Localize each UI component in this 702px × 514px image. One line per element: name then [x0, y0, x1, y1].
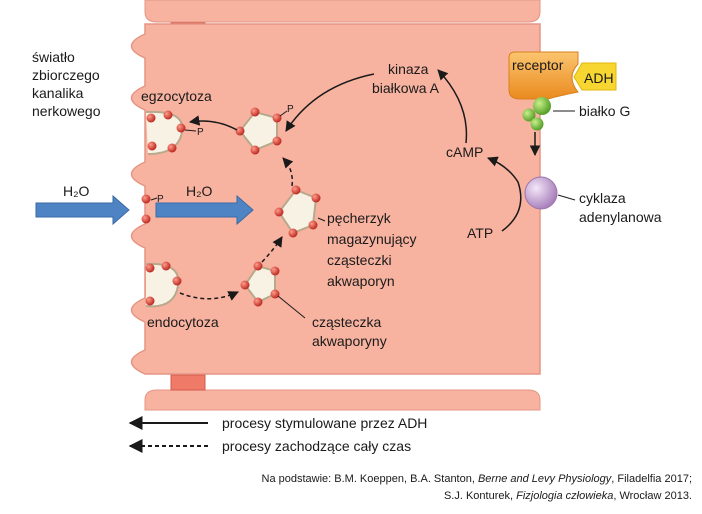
aquaporin-molecule-label-line: cząsteczka [312, 314, 381, 330]
lumen-label-line: nerkowego [32, 103, 101, 119]
tight-junction-bottom [170, 374, 206, 391]
citation-text: , Filadelfia 2017; [611, 473, 692, 485]
pka-label-line: białkowa A [372, 80, 440, 96]
phosphate-label: P [287, 104, 294, 115]
solid-arrow-exocytosis [188, 115, 238, 131]
storage-vesicle-label-line: pęcherzyk [327, 210, 392, 226]
solid-arrow-atp-to-camp [487, 156, 522, 232]
atp-label: ATP [467, 225, 493, 241]
phosphate-label: P [197, 127, 204, 138]
citation-line-2: S.J. Konturek, Fizjologia człowieka, Wro… [444, 490, 692, 502]
exocytosis-label: egzocytoza [141, 88, 212, 104]
receptor-label: receptor [512, 57, 564, 73]
receptor-shape [508, 51, 579, 100]
aquaporin-molecule-label-line: akwaporyny [312, 333, 387, 349]
water-label-inside: H₂O [186, 183, 213, 199]
solid-arrow-camp-to-pka [437, 69, 468, 144]
endocytosis-aquaporins [145, 261, 182, 306]
g-protein [522, 97, 551, 131]
citation-text: S.J. Konturek, [443, 490, 517, 502]
citation-title: Berne and Levy Physiology [477, 473, 612, 485]
storage-vesicle-label: pęcherzyk magazynujący cząsteczki akwapo… [327, 210, 420, 289]
water-label-outside: H₂O [63, 183, 90, 199]
g-protein-label: białko G [579, 103, 630, 119]
legend-dashed-label: procesy zachodzące cały czas [222, 438, 411, 454]
dashed-arrow-to-storage [261, 236, 283, 263]
citation-line-1: Na podstawie: B.M. Koeppen, B.A. Stanton… [262, 473, 693, 485]
cyclase-label-line: cyklaza [579, 190, 626, 206]
pka-label: kinaza białkowa A [372, 61, 440, 96]
upper-neighbor-cell [144, 0, 541, 23]
endocytosis-label: endocytoza [147, 314, 219, 330]
storage-vesicle-label-line: magazynujący [327, 231, 417, 247]
lumen-label-line: kanalika [32, 85, 84, 101]
solid-arrow-pka [285, 73, 375, 132]
pka-label-line: kinaza [388, 61, 429, 77]
water-arrow-inside [155, 194, 254, 226]
camp-label: cAMP [446, 144, 483, 160]
membrane-aquaporin [141, 194, 151, 224]
vesicle-phosphorylated [235, 107, 282, 155]
cyclase-label-line: adenylanowa [579, 209, 662, 225]
adh-label: ADH [584, 70, 614, 86]
lumen-label-line: światło [32, 49, 75, 65]
lumen-label-line: zbiorczego [32, 67, 100, 83]
lumen-label: światło zbiorczego kanalika nerkowego [32, 49, 104, 119]
citation-text: , Wrocław 2013. [613, 490, 692, 502]
aquaporin-molecule-label: cząsteczka akwaporyny [312, 314, 387, 349]
storage-vesicle [274, 185, 321, 238]
adh-hormone [573, 62, 617, 91]
adenylate-cyclase [524, 176, 558, 210]
citation-text: Na podstawie: B.M. Koeppen, B.A. Stanton… [261, 473, 478, 485]
legend-solid-label: procesy stymulowane przez ADH [222, 415, 427, 431]
lower-neighbor-cell [144, 389, 541, 411]
dashed-arrow-endocytosis [179, 291, 239, 301]
storage-vesicle-label-line: akwaporyn [327, 273, 395, 289]
water-arrow-outside [35, 194, 130, 226]
citation-title: Fizjologia człowieka [516, 490, 614, 502]
dashed-arrow-to-membrane [282, 157, 294, 187]
phosphate-label: P [157, 194, 164, 205]
internalized-vesicle [240, 261, 280, 307]
collecting-duct-cell [130, 23, 541, 375]
cyclase-label: cyklaza adenylanowa [579, 190, 662, 225]
exocytosis-aquaporins [146, 110, 186, 153]
storage-vesicle-label-line: cząsteczki [327, 252, 392, 268]
